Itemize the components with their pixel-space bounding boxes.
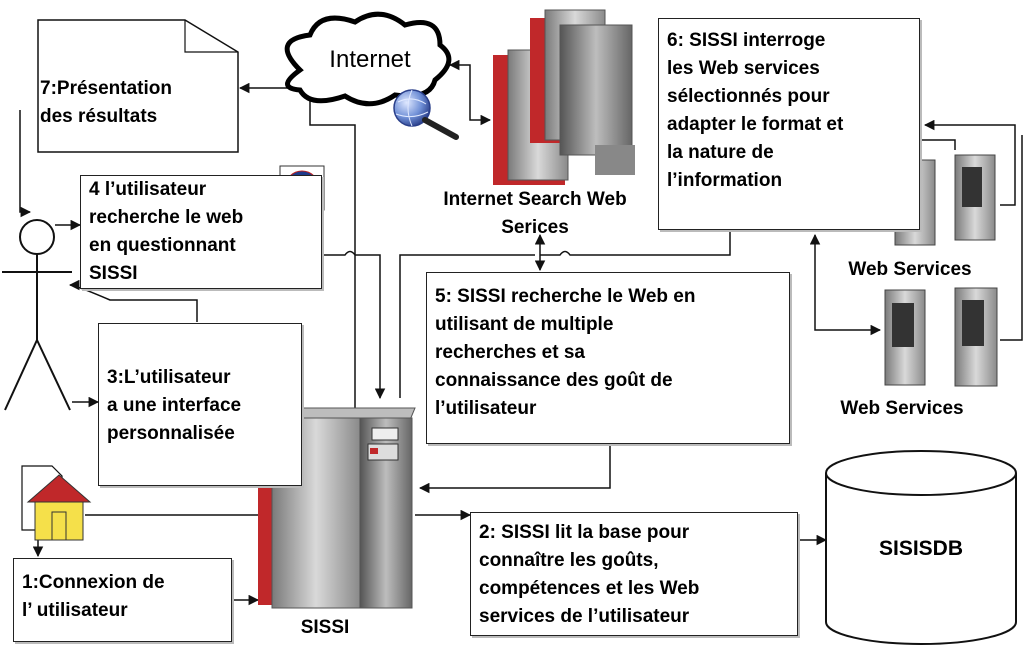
arrow-ws-right-side [1000,135,1023,341]
document-icon [37,19,239,153]
internet-search-label: Internet Search Web Serices [443,189,627,238]
cloud-icon [284,11,452,107]
step5-box: 5: SISSI recherche le Web en utilisant d… [426,272,790,444]
step7-label: 7:Présentation des résultats [40,78,172,127]
step1-box: 1:Connexion de l’ utilisateur [13,558,232,642]
home-icon [26,474,92,541]
sissi-label: SISSI [300,617,350,638]
server-icon [884,287,998,387]
arrow-step3-to-user [68,279,198,322]
arrow-ws-top-loop [923,119,1016,206]
database-icon [825,450,1017,645]
internet-label: Internet [329,46,411,73]
database-label: SISISDB [878,537,964,560]
step2-box: 2: SISSI lit la base pour connaître les … [470,512,798,636]
arrow-step5-to-sissi [418,445,611,494]
server-icon [493,9,635,185]
arrow-step6-to-sissi [540,230,731,256]
step3-box: 3:L’utilisateur a une interface personna… [98,323,302,486]
arrow-presentation-to-user [19,110,32,218]
arrow-query-to-sissi [322,250,386,400]
web-services-top-label: Web Services [848,259,972,280]
arrow-ws-left-side [809,233,882,336]
step4-box: 4 l’utilisateur recherche le web en ques… [80,175,322,289]
user-stick-figure-icon [2,219,72,411]
arrow-sissi-to-internet-search [399,254,535,398]
globe-magnifier-icon [393,89,459,140]
step6-box: 6: SISSI interroge les Web services séle… [658,18,920,230]
web-services-bottom-label: Web Services [840,398,964,419]
arrow-internet-to-search [448,59,492,126]
arrow-ws-loop-left [920,139,956,150]
